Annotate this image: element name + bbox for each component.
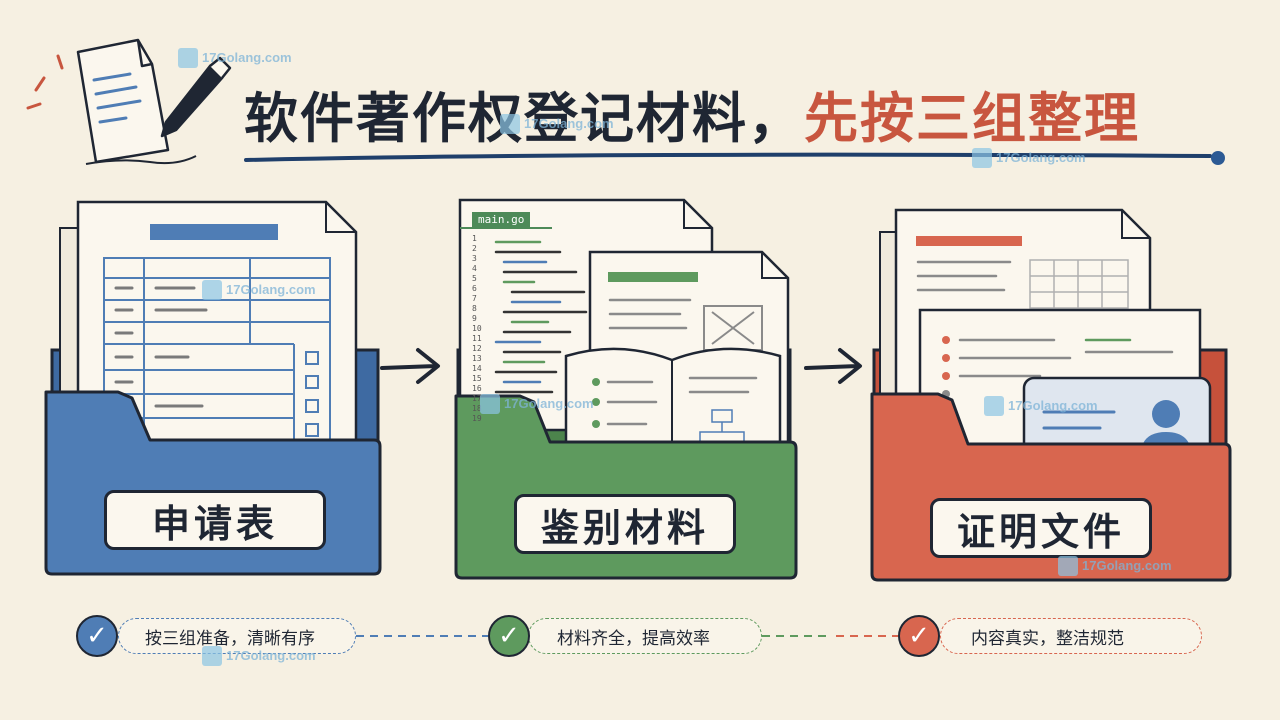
watermark: 17Golang.com	[202, 646, 316, 666]
note-1: 按三组准备，清晰有序	[118, 618, 356, 654]
code-line-number: 15	[472, 374, 482, 383]
flow-arrow-1	[380, 348, 440, 384]
watermark-logo-icon	[500, 114, 520, 134]
note-3: 内容真实，整洁规范	[940, 618, 1202, 654]
watermark-logo-icon	[202, 280, 222, 300]
code-line-number: 13	[472, 354, 482, 363]
watermark: 17Golang.com	[984, 396, 1098, 416]
note-2-text: 材料齐全，提高效率	[557, 628, 710, 649]
document-pen-icon	[26, 38, 232, 165]
code-line-number: 14	[472, 364, 482, 373]
code-line-number: 18	[472, 404, 482, 413]
watermark: 17Golang.com	[480, 394, 594, 414]
code-line-number: 2	[472, 244, 477, 253]
watermark: 17Golang.com	[500, 114, 614, 134]
code-line-number: 3	[472, 254, 477, 263]
folder-label-certificates: 证明文件	[930, 498, 1152, 558]
flow-arrow-2	[804, 348, 862, 384]
code-line-number: 7	[472, 294, 477, 303]
code-line-number: 11	[472, 334, 482, 343]
title-main: 软件著作权登记材料，	[244, 87, 804, 150]
note-1-text: 按三组准备，清晰有序	[145, 628, 315, 649]
code-line-number: 5	[472, 274, 477, 283]
code-line-number: 6	[472, 284, 477, 293]
page-title: 软件著作权登记材料，先按三组整理	[244, 74, 1140, 153]
watermark: 17Golang.com	[972, 148, 1086, 168]
watermark: 17Golang.com	[202, 280, 316, 300]
folder-label-identification: 鉴别材料	[514, 494, 736, 554]
note-2: 材料齐全，提高效率	[528, 618, 762, 654]
watermark-logo-icon	[178, 48, 198, 68]
watermark-logo-icon	[202, 646, 222, 666]
code-line-number: 9	[472, 314, 477, 323]
check-icon: ✓	[488, 615, 530, 657]
watermark-logo-icon	[972, 148, 992, 168]
code-line-number: 12	[472, 344, 482, 353]
watermark: 17Golang.com	[178, 48, 292, 68]
check-icon: ✓	[76, 615, 118, 657]
code-line-number: 8	[472, 304, 477, 313]
watermark-logo-icon	[984, 396, 1004, 416]
watermark-logo-icon	[1058, 556, 1078, 576]
watermark-logo-icon	[480, 394, 500, 414]
code-lines	[494, 240, 588, 394]
code-line-number: 16	[472, 384, 482, 393]
code-line-number: 19	[472, 414, 482, 423]
code-line-number: 17	[472, 394, 482, 403]
check-icon: ✓	[898, 615, 940, 657]
code-file-tab: main.go	[472, 212, 531, 227]
title-underline	[244, 151, 1225, 165]
folder-label-application: 申请表	[104, 490, 326, 550]
note-3-text: 内容真实，整洁规范	[971, 628, 1124, 649]
title-accent: 先按三组整理	[804, 87, 1140, 150]
code-line-number: 4	[472, 264, 477, 273]
code-line-number: 1	[472, 234, 477, 243]
watermark: 17Golang.com	[1058, 556, 1172, 576]
code-line-number: 10	[472, 324, 482, 333]
